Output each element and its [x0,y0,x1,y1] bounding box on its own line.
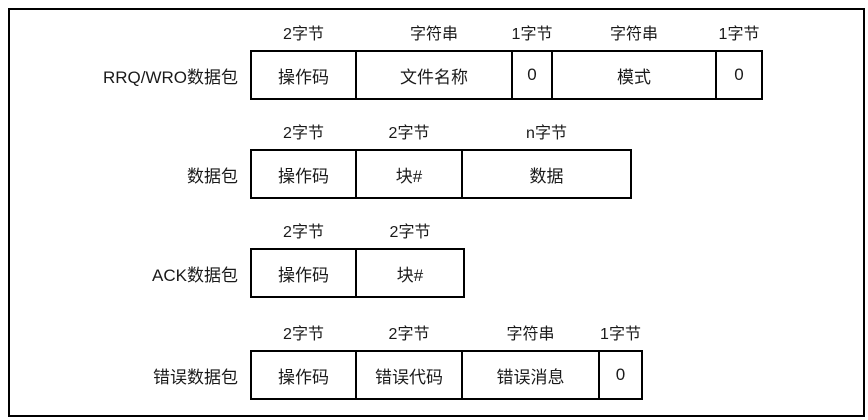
field-cell: 数据 [461,149,632,199]
field-cell: 错误消息 [461,350,600,400]
packet-row-error: 错误数据包 2字节 操作码 2字节 错误代码 字符串 错误消息 1字节 0 [0,324,643,400]
field-cell: 0 [715,50,763,100]
packet-field: 字符串 文件名称 [355,24,513,100]
packet-field: 2字节 操作码 [250,123,357,199]
field-size-label: 2字节 [283,125,324,142]
field-cell: 操作码 [250,350,357,400]
packet-row-data: 数据包 2字节 操作码 2字节 块# n字节 数据 [0,123,632,199]
field-size-label: 2字节 [283,224,324,241]
packet-field: 2字节 错误代码 [355,324,463,400]
packet-field: 2字节 块# [355,123,463,199]
packet-field: 字符串 错误消息 [461,324,600,400]
field-cell: 操作码 [250,248,357,298]
packet-field: 2字节 操作码 [250,24,357,100]
field-cell: 0 [511,50,553,100]
field-size-label: 2字节 [389,224,431,241]
field-cell: 模式 [551,50,717,100]
packet-row-label: 错误数据包 [153,367,238,387]
field-size-label: 字符串 [609,26,658,43]
field-size-label: 1字节 [600,326,641,343]
packet-field: 2字节 操作码 [250,222,357,298]
packet-field: 字符串 模式 [551,24,717,100]
field-size-label: 2字节 [388,326,430,343]
packet-field: 1字节 0 [598,324,643,400]
packet-field: n字节 数据 [461,123,632,199]
packet-row-rrq-wrq: RRQ/WRO数据包 2字节 操作码 字符串 文件名称 1字节 0 字符串 模式… [0,24,763,100]
packet-row-label: RRQ/WRO数据包 [102,67,238,87]
packet-field: 2字节 块# [355,222,465,298]
field-size-label: 1字节 [718,26,760,43]
packet-row-ack: ACK数据包 2字节 操作码 2字节 块# [0,222,465,298]
packet-field: 1字节 0 [511,24,553,100]
packet-field: 1字节 0 [715,24,763,100]
field-cell: 块# [355,149,463,199]
field-cell: 操作码 [250,149,357,199]
field-cell: 错误代码 [355,350,463,400]
packet-row-label: 数据包 [187,166,238,186]
field-cell: 块# [355,248,465,298]
packet-field: 2字节 操作码 [250,324,357,400]
field-size-label: 1字节 [511,26,553,43]
field-size-label: 2字节 [283,26,324,43]
field-cell: 0 [598,350,643,400]
field-cell: 文件名称 [355,50,513,100]
field-size-label: 2字节 [283,326,324,343]
field-size-label: 2字节 [388,125,430,142]
field-cell: 操作码 [250,50,357,100]
packet-row-label: ACK数据包 [152,265,238,285]
field-size-label: 字符串 [506,326,555,343]
field-size-label: n字节 [526,125,567,142]
field-size-label: 字符串 [409,26,458,43]
